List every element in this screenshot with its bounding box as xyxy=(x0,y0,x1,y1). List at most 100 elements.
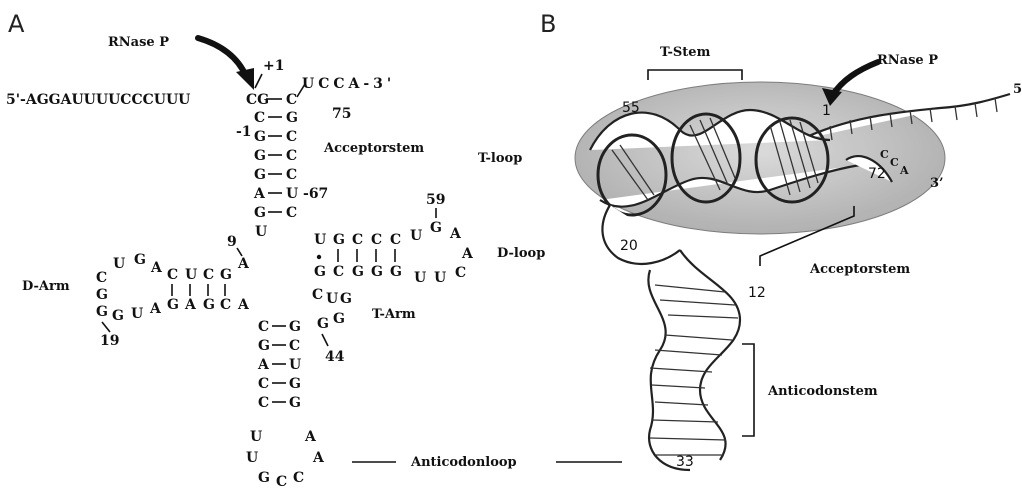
t-u: U xyxy=(410,228,422,244)
t-bot-c: C xyxy=(333,264,344,280)
nt-a9: A xyxy=(237,256,250,272)
t-var-c: C xyxy=(312,287,323,303)
position-67: -67 xyxy=(303,186,328,202)
anticodon-stem-bracket xyxy=(742,344,754,436)
d-bot-g: G xyxy=(167,297,179,313)
t-bot-u1: U xyxy=(414,270,426,286)
d-top-g: G xyxy=(220,267,232,283)
position-9: 9 xyxy=(227,234,237,250)
ac-left-3: A xyxy=(257,357,270,373)
d-bot-a: A xyxy=(184,297,197,313)
acc-right-5: U xyxy=(286,186,298,202)
acl-c2: C xyxy=(293,470,304,486)
ac-right-3: U xyxy=(289,357,301,373)
t-bot-g3: G xyxy=(371,264,383,280)
t-gu-dot xyxy=(317,255,321,259)
panel-a-label: A xyxy=(8,10,25,38)
d-bot-c: C xyxy=(220,297,231,313)
acc-right-6: C xyxy=(286,205,297,221)
d-loop-label: D-loop xyxy=(497,246,545,261)
t-bot-g2: G xyxy=(352,264,364,280)
ac-right-4: G xyxy=(289,376,301,392)
acc-right-3: C xyxy=(286,148,297,164)
t-top-c1: C xyxy=(352,232,363,248)
ac-left-4: C xyxy=(258,376,269,392)
t-stem-bracket xyxy=(648,70,742,80)
cca-a: A xyxy=(899,164,909,177)
acl-a1: A xyxy=(304,429,317,445)
cca-c2: C xyxy=(890,156,899,169)
rnase-p-arrowhead-a xyxy=(236,68,254,90)
lb-8 xyxy=(975,103,977,117)
t-var-u: U xyxy=(326,291,338,307)
acc-right-2: C xyxy=(286,129,297,145)
t-top-c3: C xyxy=(390,232,401,248)
t-top-g: G xyxy=(333,232,345,248)
position-plus1: +1 xyxy=(263,58,284,74)
position-67-value: 67 xyxy=(309,186,328,202)
position-12-b: 12 xyxy=(748,285,766,301)
ac-left-2: G xyxy=(258,338,270,354)
d-19-tick xyxy=(102,322,110,332)
var-g1: G xyxy=(317,316,329,332)
t-c: C xyxy=(455,265,466,281)
position-33-b: 33 xyxy=(676,454,694,470)
panel-b: B T-Stem RNase P 5 xyxy=(478,10,1022,470)
t-bot-g: G xyxy=(314,264,326,280)
acc-left-1: C xyxy=(254,110,265,126)
three-prime-label: 3’ xyxy=(930,176,944,191)
position-minus1: -1 xyxy=(236,124,252,140)
rnase-p-arrow-a xyxy=(198,38,246,76)
anticodon-stem-label: Anticodonstem xyxy=(767,384,878,399)
ac-left-1: C xyxy=(258,319,269,335)
d-top-c: C xyxy=(167,267,178,283)
t-bot-g4: G xyxy=(390,264,402,280)
position-72-b: 72 xyxy=(868,166,886,182)
d-arm-label: D-Arm xyxy=(22,279,70,294)
var-g2: G xyxy=(333,311,345,327)
t-arm-label: T-Arm xyxy=(372,307,416,322)
cca-c1: C xyxy=(880,148,889,161)
position-44: 44 xyxy=(325,349,345,365)
position-59: 59 xyxy=(426,192,445,208)
position-55-b: 55 xyxy=(622,100,640,116)
d-c1: C xyxy=(96,270,107,286)
ac-strand-1 xyxy=(680,250,740,460)
panel-b-label: B xyxy=(540,10,556,38)
ac-right-1: G xyxy=(289,319,301,335)
d-g1: G xyxy=(134,252,146,268)
acl-u1: U xyxy=(250,429,262,445)
acceptor-stem: C G G C G C G C A U G C xyxy=(253,110,298,221)
t-a1: A xyxy=(449,226,462,242)
ac-left-5: C xyxy=(258,395,269,411)
nt-u8: U xyxy=(255,224,267,240)
d-g4: G xyxy=(96,304,108,320)
t-top-c2: C xyxy=(371,232,382,248)
t-stem-label: T-Stem xyxy=(660,45,711,60)
nt-tail: UCCA-3' xyxy=(302,76,395,92)
nine-tick xyxy=(237,248,242,256)
position-20-b: 20 xyxy=(620,238,638,254)
d-bot-g2: G xyxy=(203,297,215,313)
acl-u2: U xyxy=(246,450,258,466)
anticodonloop-label: Anticodonloop xyxy=(410,455,517,470)
acceptor-label-b: Acceptorstem xyxy=(809,262,910,277)
t-loop-label: T-loop xyxy=(478,151,522,166)
rnase-p-arrow-b xyxy=(832,62,878,96)
acl-g: G xyxy=(258,470,270,486)
t-var-g: G xyxy=(340,291,352,307)
acl-a2: A xyxy=(312,450,325,466)
t-top-u: U xyxy=(314,232,326,248)
nt-a-d-anticodon: A xyxy=(237,297,250,313)
d-top-c2: C xyxy=(203,267,214,283)
t-arm: U G C C C U G A A C 59 G C G G G U U C U xyxy=(312,192,474,307)
lb-7 xyxy=(955,106,957,120)
position-1-b: 1 xyxy=(822,103,831,119)
ac-right-5: G xyxy=(289,395,301,411)
acc-right-0: C xyxy=(286,92,297,108)
d-u1: U xyxy=(113,256,125,272)
leader-sequence: 5'-AGGAUUUUCCCUUU xyxy=(6,92,190,108)
d-g2: G xyxy=(112,308,124,324)
acc-left-4: G xyxy=(254,167,266,183)
